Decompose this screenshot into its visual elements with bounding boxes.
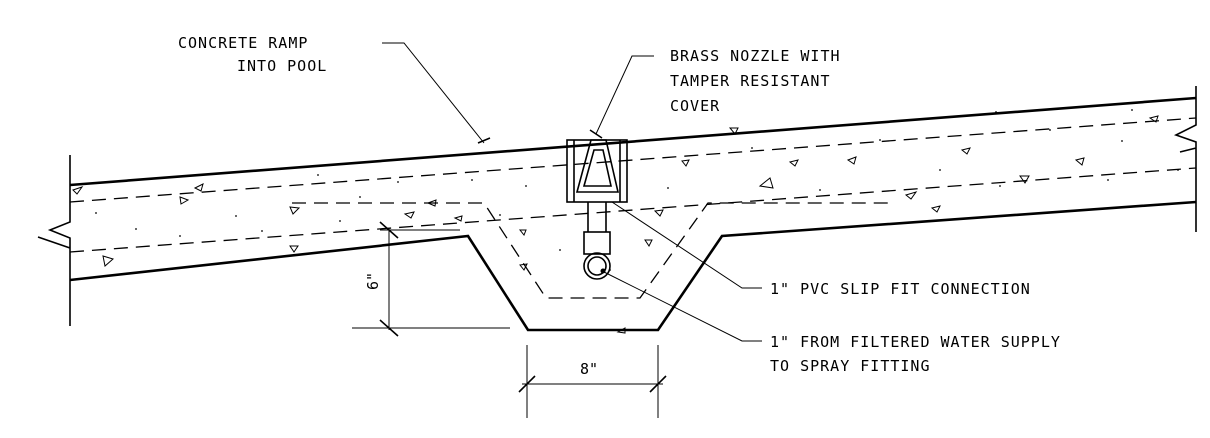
depth-tick-bottom	[379, 319, 399, 337]
leader-arrow-ramp	[477, 137, 491, 144]
right-break-line	[1173, 86, 1197, 232]
ramp-top-surface	[69, 96, 1197, 187]
pvc-pipe-section	[583, 252, 611, 280]
leader-pvc	[611, 201, 762, 289]
aggregate-dots	[95, 109, 1179, 271]
dimension-width-label: 8"	[580, 360, 598, 378]
label-supply-line1: 1" FROM FILTERED WATER SUPPLY	[770, 333, 1061, 351]
label-nozzle-line2: TAMPER RESISTANT	[670, 72, 831, 90]
trench-rebar-dashed	[292, 202, 895, 299]
depth-dimension-line	[352, 228, 510, 330]
width-tick-left	[518, 375, 536, 393]
leader-arrow-nozzle	[589, 129, 603, 139]
ramp-bottom-with-trench	[69, 200, 1197, 332]
rebar-dashed-upper	[69, 117, 1197, 203]
depth-tick-top	[379, 221, 399, 239]
label-supply-line2: TO SPRAY FITTING	[770, 357, 931, 375]
leader-brass-nozzle	[595, 55, 654, 135]
leader-dot-supply	[600, 268, 606, 274]
dimension-depth-label: 6"	[364, 272, 382, 290]
width-tick-right	[649, 375, 667, 393]
rebar-dashed-lower	[69, 167, 1197, 253]
aggregate-marks	[72, 115, 1159, 334]
label-ramp-line2: INTO POOL	[237, 57, 327, 75]
label-pvc: 1" PVC SLIP FIT CONNECTION	[770, 280, 1031, 298]
label-ramp-line1: CONCRETE RAMP	[178, 34, 308, 52]
leader-supply	[603, 271, 762, 342]
label-nozzle-line3: COVER	[670, 97, 720, 115]
label-nozzle-line1: BRASS NOZZLE WITH	[670, 47, 841, 65]
brass-nozzle	[566, 139, 628, 255]
width-dimension-line	[522, 345, 663, 418]
left-break-line	[37, 155, 71, 326]
leader-concrete-ramp	[382, 42, 485, 144]
